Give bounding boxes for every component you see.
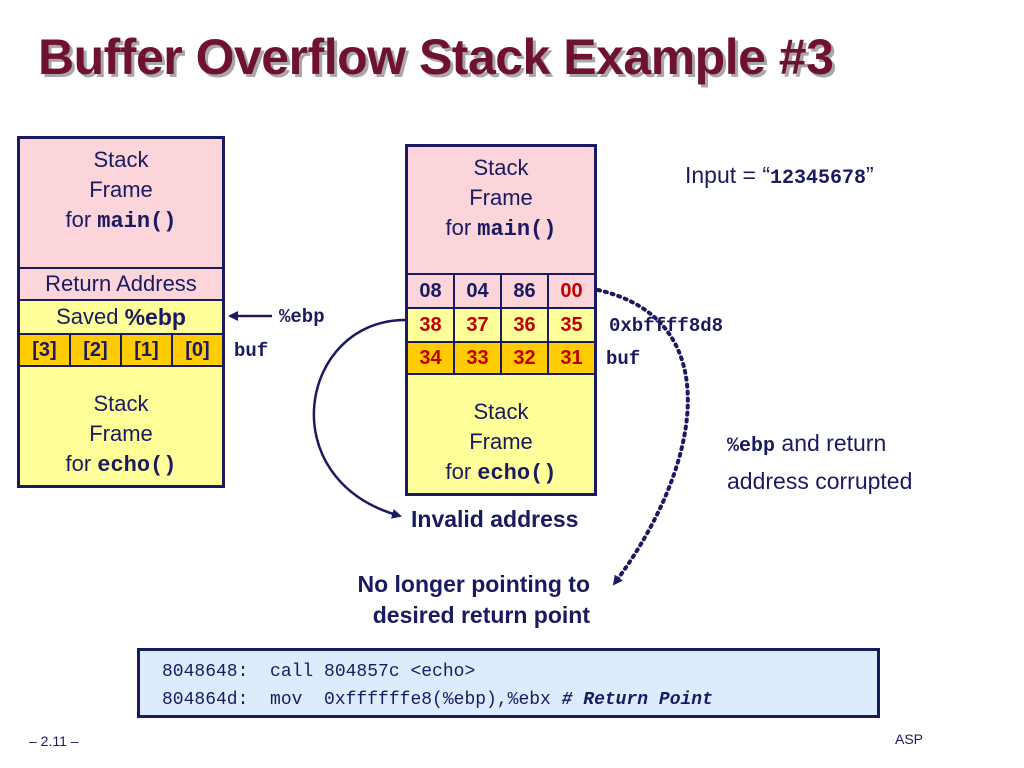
right-return-byte: 86 <box>502 275 549 307</box>
right-saved-row: 38 37 36 35 <box>408 309 594 343</box>
input-value: 12345678 <box>770 167 867 190</box>
input-suffix: ” <box>866 162 874 188</box>
right-return-row: 08 04 86 00 <box>408 275 594 309</box>
right-main-fn: main() <box>477 217 557 242</box>
right-main-frame-line2: Frame <box>469 185 533 210</box>
left-main-frame-line1: Stack <box>93 147 149 172</box>
no-longer-pointing-note: No longer pointing to desired return poi… <box>290 569 590 631</box>
code-line-2: 804864d: mov 0xffffffe8(%ebp),%ebx # Ret… <box>162 686 877 714</box>
right-saved-byte: 38 <box>408 309 455 341</box>
right-buf-row: 34 33 32 31 <box>408 343 594 375</box>
input-prefix: Input = “ <box>685 162 771 188</box>
assembly-code-box: 8048648: call 804857c <echo> 804864d: mo… <box>137 648 880 718</box>
no-longer-line1: No longer pointing to <box>357 571 590 597</box>
right-return-byte: 08 <box>408 275 455 307</box>
right-main-frame-line3: for <box>445 215 478 240</box>
footer-page-number: – 2.11 – <box>29 733 79 749</box>
code-line-2-main: 804864d: mov 0xffffffe8(%ebp),%ebx <box>162 690 562 710</box>
right-return-byte: 04 <box>455 275 502 307</box>
left-echo-frame-line1: Stack <box>93 391 149 416</box>
left-echo-fn: echo() <box>97 453 177 478</box>
right-echo-frame-line3: for <box>445 459 478 484</box>
left-buf-cell: [3] <box>20 335 71 365</box>
left-main-frame-line2: Frame <box>89 177 153 202</box>
left-buf-cell: [1] <box>122 335 173 365</box>
right-saved-byte: 37 <box>455 309 502 341</box>
right-buf-label: buf <box>606 348 641 370</box>
corrupted-note-reg: %ebp <box>727 435 776 458</box>
right-buf-byte: 33 <box>455 343 502 373</box>
no-longer-line2: desired return point <box>372 602 590 628</box>
slide-title: Buffer Overflow Stack Example #3 <box>38 29 834 85</box>
invalid-address-label: Invalid address <box>411 506 579 532</box>
right-echo-fn: echo() <box>477 461 557 486</box>
right-main-frame-line1: Stack <box>473 155 529 180</box>
left-echo-frame-line2: Frame <box>89 421 153 446</box>
left-main-frame: Stack Frame for main() <box>20 139 222 269</box>
code-line-1: 8048648: call 804857c <echo> <box>162 662 476 682</box>
right-echo-frame-line2: Frame <box>469 429 533 454</box>
right-main-frame: Stack Frame for main() <box>408 147 594 275</box>
left-main-frame-line3: for <box>65 207 98 232</box>
left-main-fn: main() <box>97 209 177 234</box>
right-echo-frame: Stack Frame for echo() <box>408 375 594 493</box>
corrupted-note-line1: and return <box>775 430 887 456</box>
left-buf-row: [3] [2] [1] [0] <box>20 335 222 367</box>
right-saved-byte: 35 <box>560 313 583 336</box>
left-return-address: Return Address <box>20 269 222 301</box>
left-saved-ebp: Saved %ebp <box>20 301 222 335</box>
corrupted-note-line2: address corrupted <box>727 468 913 494</box>
left-echo-frame-line3: for <box>65 451 98 476</box>
right-buf-byte: 32 <box>502 343 549 373</box>
right-addr-label: 0xbffff8d8 <box>609 315 724 337</box>
left-stack-diagram: Stack Frame for main() Return Address Sa… <box>17 136 225 488</box>
right-buf-byte: 31 <box>560 346 583 369</box>
left-buf-cell: [0] <box>185 338 210 361</box>
left-saved-prefix: Saved <box>56 304 125 329</box>
code-line-2-comment: # Return Point <box>561 690 713 710</box>
invalid-address-arrow <box>312 318 406 519</box>
corrupted-note: %ebp and return address corrupted <box>727 426 912 498</box>
right-saved-byte: 36 <box>502 309 549 341</box>
left-saved-reg: %ebp <box>124 303 186 330</box>
input-caption: Input = “12345678” <box>685 162 874 190</box>
right-echo-frame-line1: Stack <box>473 399 529 424</box>
left-echo-frame: Stack Frame for echo() <box>20 367 222 485</box>
left-ebp-label: %ebp <box>279 306 325 328</box>
left-buf-label: buf <box>234 340 269 362</box>
right-buf-byte: 34 <box>408 343 455 373</box>
footer-course-label: ASP <box>895 731 924 747</box>
right-stack-diagram: Stack Frame for main() 08 04 86 00 38 37… <box>405 144 597 496</box>
right-return-byte-overwritten: 00 <box>560 279 583 302</box>
left-buf-cell: [2] <box>71 335 122 365</box>
